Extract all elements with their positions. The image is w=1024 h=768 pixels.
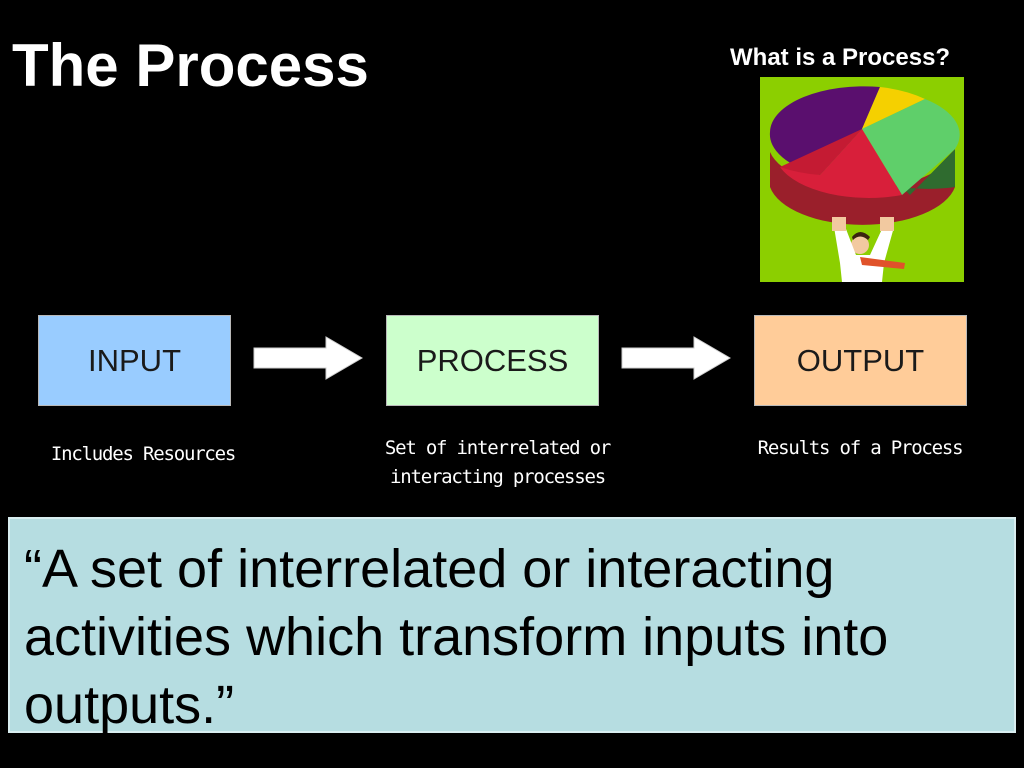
- arrow-right-icon: [253, 336, 363, 380]
- arrow-right-icon: [621, 336, 731, 380]
- input-box: INPUT: [38, 315, 231, 406]
- definition-text: “A set of interrelated or interacting ac…: [24, 539, 889, 735]
- definition-quote-box: “A set of interrelated or interacting ac…: [8, 517, 1016, 735]
- output-box: OUTPUT: [754, 315, 967, 406]
- process-caption: Set of interrelated or interacting proce…: [384, 437, 611, 488]
- process-label: PROCESS: [416, 342, 569, 378]
- process-box: PROCESS: [386, 315, 599, 406]
- person-holding-pie-chart-image: [760, 77, 964, 282]
- output-label: OUTPUT: [796, 342, 925, 378]
- slide-title: The Process: [12, 32, 369, 99]
- slide-subtitle: What is a Process?: [730, 44, 951, 71]
- input-label: INPUT: [88, 342, 181, 378]
- input-caption: Includes Resources: [50, 443, 237, 465]
- output-caption: Results of a Process: [757, 437, 964, 459]
